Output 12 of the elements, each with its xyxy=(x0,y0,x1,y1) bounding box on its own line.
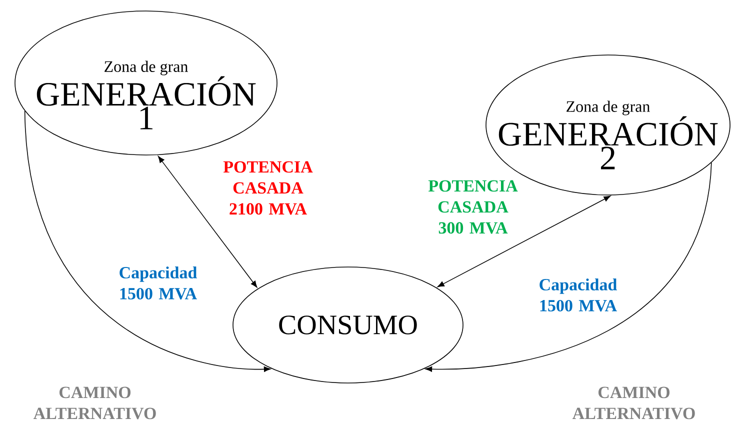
arrow xyxy=(437,196,611,288)
edge-label: Capacidad 1500 MVA xyxy=(540,278,618,312)
arrow xyxy=(425,162,712,372)
path-label: CAMINO ALTERNATIVO xyxy=(572,386,695,420)
path-label: CAMINO ALTERNATIVO xyxy=(33,386,156,420)
ellipse-node: CONSUMO xyxy=(232,266,464,384)
edge-label: POTENCIA CASADA 300 MVA xyxy=(428,180,518,234)
arrow xyxy=(158,156,258,288)
arrow xyxy=(24,110,271,372)
ellipse-node: Zona de gran GENERACIÓN 1 xyxy=(14,10,278,156)
edge-label: Capacidad 1500 MVA xyxy=(120,266,198,300)
edge-label: POTENCIA CASADA 2100 MVA xyxy=(223,161,313,215)
